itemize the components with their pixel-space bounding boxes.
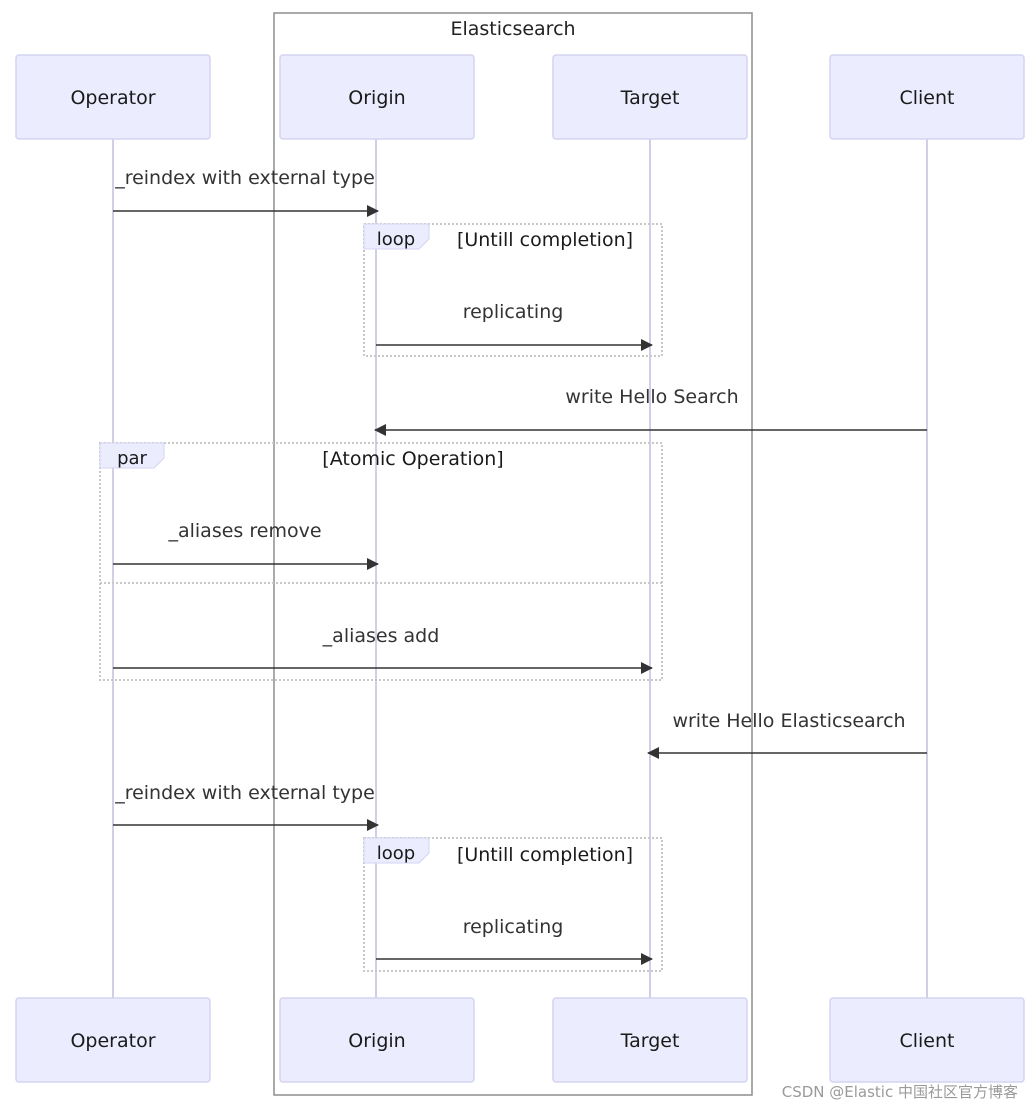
loop-frame-1-kind: loop: [377, 229, 415, 250]
watermark-text: CSDN @Elastic 中国社区官方博客: [782, 1083, 1018, 1101]
actor-origin-bottom-label: Origin: [348, 1030, 405, 1052]
actor-target-bottom: Target: [552, 997, 748, 1083]
par-frame-kind: par: [117, 448, 147, 469]
message-replicating-2-label: replicating: [463, 916, 564, 938]
actor-target-bottom-label: Target: [620, 1030, 680, 1052]
actor-client-bottom: Client: [829, 997, 1025, 1083]
loop-frame-1: loop [Untill completion]: [363, 223, 663, 357]
actor-client-top-label: Client: [899, 87, 954, 109]
actor-operator-top-label: Operator: [70, 87, 155, 109]
actor-origin-top: Origin: [279, 54, 475, 140]
message-reindex-2-label: _reindex with external type: [114, 782, 375, 804]
loop-frame-2-condition: [Untill completion]: [457, 844, 633, 866]
actor-client-top: Client: [829, 54, 1025, 140]
message-aliases-remove: _aliases remove: [113, 520, 379, 570]
elasticsearch-group: Elasticsearch: [273, 12, 753, 1096]
par-frame-condition: [Atomic Operation]: [322, 448, 503, 470]
actor-client-bottom-label: Client: [899, 1030, 954, 1052]
message-replicating-2: replicating: [376, 916, 653, 965]
actor-operator-bottom: Operator: [15, 997, 211, 1083]
actor-target-top: Target: [552, 54, 748, 140]
loop-frame-2: loop [Untill completion]: [363, 837, 663, 972]
message-write-hello-elasticsearch: write Hello Elasticsearch: [647, 710, 927, 759]
message-write-hello-search-label: write Hello Search: [565, 386, 738, 408]
actor-target-top-label: Target: [620, 87, 680, 109]
message-reindex-1-label: _reindex with external type: [114, 167, 375, 189]
message-aliases-add-label: _aliases add: [322, 625, 440, 647]
loop-frame-2-kind: loop: [377, 843, 415, 864]
par-frame: par [Atomic Operation]: [99, 442, 663, 681]
actor-origin-top-label: Origin: [348, 87, 405, 109]
message-aliases-add: _aliases add: [113, 625, 653, 674]
message-write-hello-search: write Hello Search: [374, 386, 927, 436]
actor-operator-bottom-label: Operator: [70, 1030, 155, 1052]
message-reindex-2: _reindex with external type: [113, 782, 379, 831]
message-replicating-1: replicating: [376, 301, 653, 351]
message-write-hello-elasticsearch-label: write Hello Elasticsearch: [672, 710, 905, 732]
loop-frame-1-condition: [Untill completion]: [457, 229, 633, 251]
message-aliases-remove-label: _aliases remove: [167, 520, 321, 542]
elasticsearch-group-label: Elasticsearch: [450, 18, 575, 40]
message-replicating-1-label: replicating: [463, 301, 564, 323]
message-reindex-1: _reindex with external type: [113, 167, 379, 217]
actor-operator-top: Operator: [15, 54, 211, 140]
actor-origin-bottom: Origin: [279, 997, 475, 1083]
